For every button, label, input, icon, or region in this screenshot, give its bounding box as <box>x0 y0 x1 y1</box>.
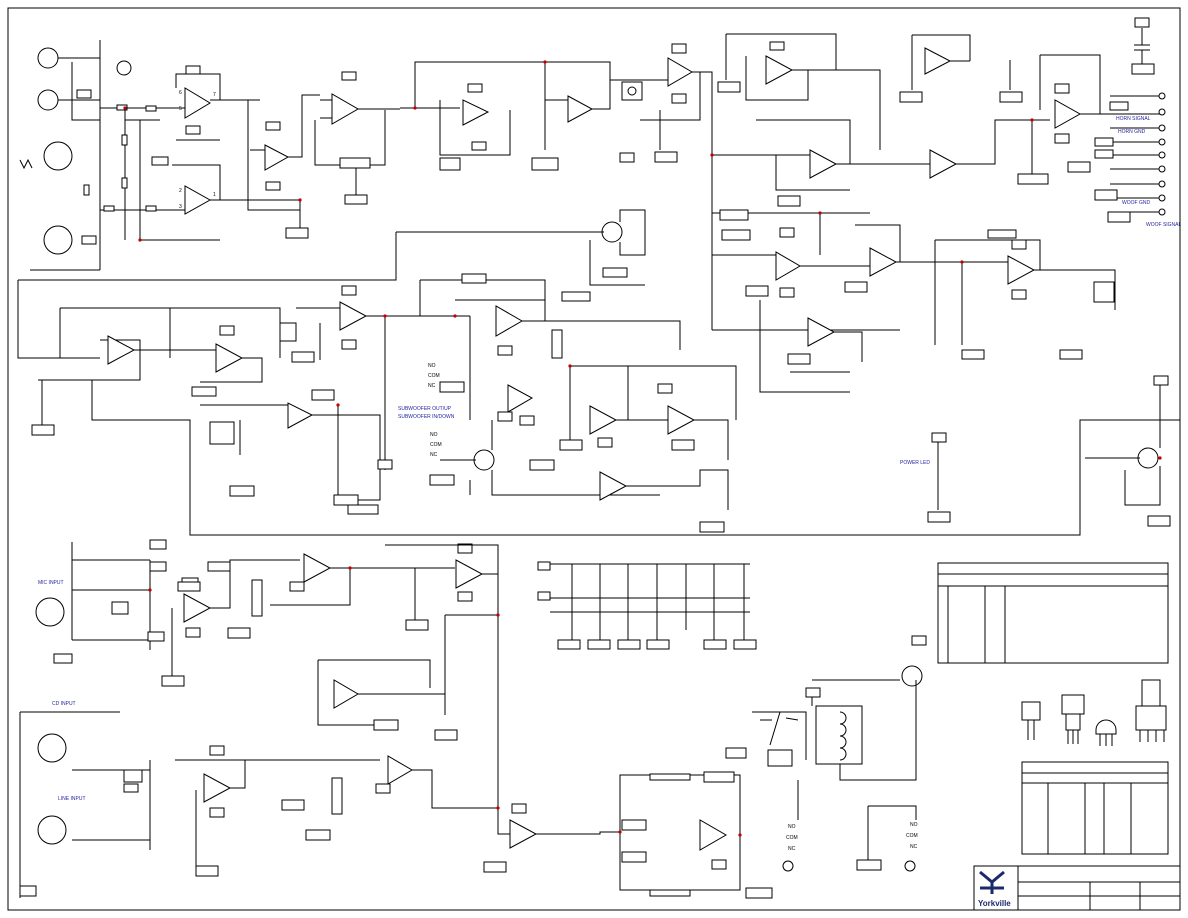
label-mic-input: MIC INPUT <box>38 580 64 586</box>
input-wiring-top-left <box>30 40 170 271</box>
pin-label: 1 <box>213 192 216 198</box>
notes-table <box>937 562 1169 664</box>
opamp-horn-output <box>999 54 1160 185</box>
opamp-u3 <box>314 71 400 205</box>
opamp-mid-u5 <box>296 285 470 470</box>
middle-left-section <box>17 232 1180 536</box>
label-subwoofer-out: SUBWOOFER OUT/UP <box>398 406 452 412</box>
opamp-u2 <box>247 94 320 211</box>
label-horn-gnd: HORN GND <box>1118 129 1146 135</box>
brand-logo-text: Yorkville <box>978 899 1011 908</box>
switch4-com: COM <box>906 833 918 839</box>
middle-right-opamps <box>559 365 737 460</box>
switch4-no: NO <box>910 822 918 828</box>
subwoofer-switch-section <box>419 273 729 533</box>
pin-label: 5 <box>179 106 182 112</box>
label-woof-signal: WOOF SIGNAL <box>1146 222 1182 228</box>
switch2-nc: NC <box>430 452 438 458</box>
switch4-nc: NC <box>910 844 918 850</box>
label-cd-input: CD INPUT <box>52 701 76 707</box>
parts-table <box>1021 761 1169 855</box>
sheet-border <box>7 7 1181 911</box>
relay-driver-section <box>619 635 927 899</box>
title-block <box>973 865 1181 911</box>
label-line-input: LINE INPUT <box>58 796 86 802</box>
switch1-com: COM <box>428 373 440 379</box>
label-horn-signal: HORN SIGNAL <box>1116 116 1151 122</box>
opamp-u1b: 2 3 1 <box>140 164 309 241</box>
component-packages <box>1021 679 1167 746</box>
label-woof-gnd: WOOF GND <box>1122 200 1150 206</box>
cd-line-input-section <box>19 711 498 898</box>
pin-label: 2 <box>179 188 182 194</box>
power-led-section <box>927 375 1171 527</box>
switch1-nc: NC <box>428 383 436 389</box>
label-power-led: POWER LED <box>900 460 930 466</box>
speaker-terminals <box>1067 92 1166 223</box>
switch2-com: COM <box>430 442 442 448</box>
woofer-filter-chain <box>712 209 1116 393</box>
aux-opamp-section <box>317 615 458 741</box>
decoupling-capacitor-bank <box>537 561 757 650</box>
opamp-u4 <box>610 43 713 330</box>
transistor-q1 <box>396 152 646 286</box>
switch-wiring-bottom <box>782 780 917 872</box>
pin-label: 6 <box>179 90 182 96</box>
switch1-no: NO <box>428 363 436 369</box>
xlr-connectors-top <box>19 47 132 255</box>
switch2-no: NO <box>430 432 438 438</box>
mixer-opamp <box>483 803 620 873</box>
switch3-com: COM <box>786 835 798 841</box>
switch3-no: NO <box>788 824 796 830</box>
opamp-u1a: 6 5 7 <box>170 65 260 141</box>
junction-dots <box>123 60 1162 837</box>
horn-filter-chain <box>712 17 1155 207</box>
pin-label: 7 <box>213 92 216 98</box>
filter-section-top-mid <box>400 61 643 171</box>
pin-label: 3 <box>179 204 182 210</box>
mic-input-section <box>35 539 499 812</box>
switch3-nc: NC <box>788 846 796 852</box>
label-subwoofer-in: SUBWOOFER IN/DOWN <box>398 414 455 420</box>
limiter-section <box>200 402 393 515</box>
